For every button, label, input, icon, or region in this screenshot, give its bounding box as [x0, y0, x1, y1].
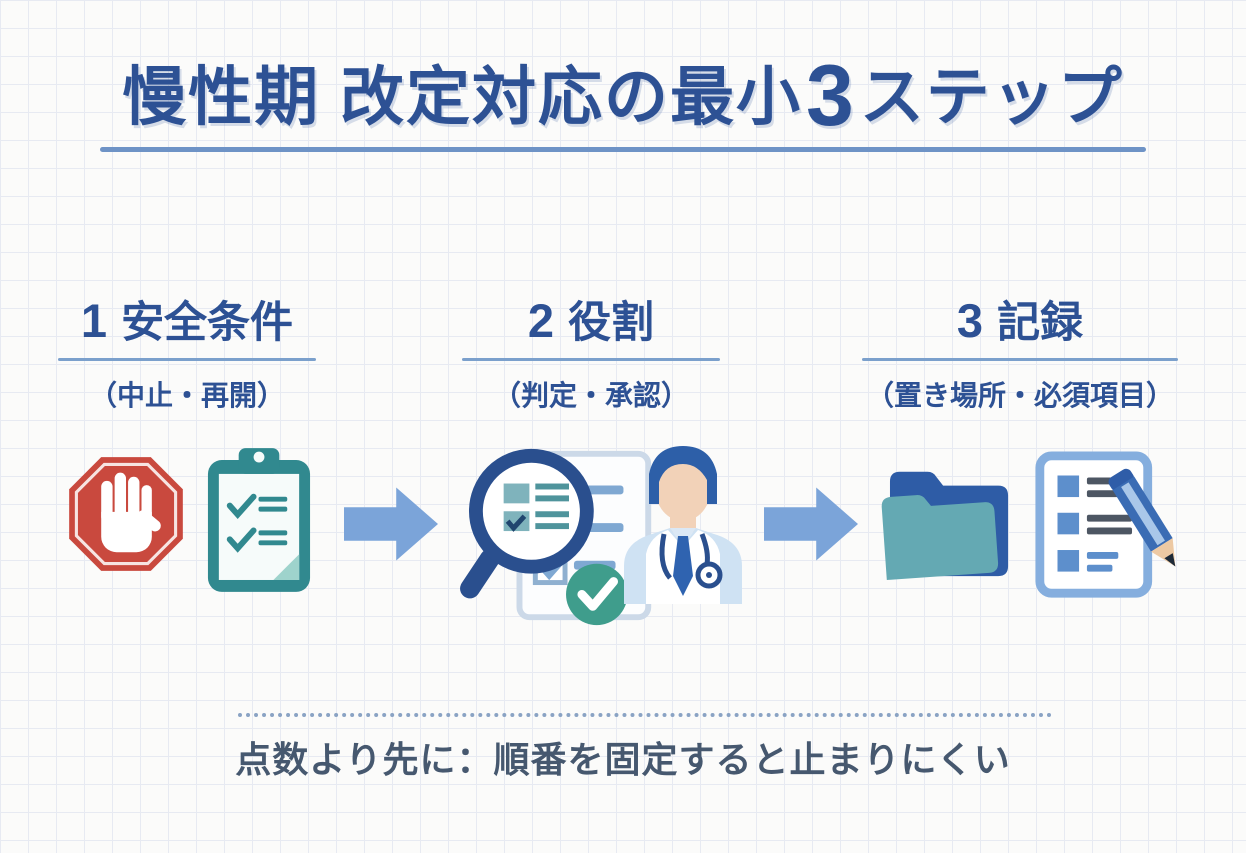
title-underline: [100, 147, 1146, 152]
folder-icon: [881, 471, 1009, 581]
dotted-divider: [238, 713, 1052, 717]
step-1-number: 1: [80, 294, 108, 347]
step-2-underline: [462, 358, 720, 361]
step-2-heading: 2 役割: [462, 288, 720, 350]
footer-note: 点数より先に：順番を固定すると止まりにくい: [235, 739, 1011, 780]
step-2-number: 2: [527, 294, 555, 347]
step-1-underline: [58, 358, 316, 361]
pencil-icon: [1108, 468, 1176, 567]
page-title-part1: 慢性期 改定対応の最小: [122, 61, 802, 133]
step-3-heading: 3 記録: [862, 288, 1178, 350]
form-pencil-icon: [1035, 451, 1176, 598]
step-2-column: 2 役割 （判定・承認）: [462, 288, 720, 414]
doctor-icon: [624, 446, 742, 604]
step-3-underline: [862, 358, 1178, 361]
step-2-subtitle: （判定・承認）: [492, 380, 689, 411]
step-3-subtitle: （置き場所・必須項目）: [865, 380, 1174, 411]
step-1-column: 1 安全条件 （中止・再開）: [58, 288, 316, 414]
page-title-part2: ステップ: [859, 61, 1124, 133]
step-3-column: 3 記録 （置き場所・必須項目）: [862, 288, 1178, 414]
step-1-heading: 1 安全条件: [58, 288, 316, 350]
step-1-subtitle: （中止・再開）: [88, 380, 285, 411]
approval-check-icon: [566, 563, 628, 626]
page-title-number: 3: [805, 48, 856, 144]
step-1-label: 安全条件: [121, 299, 294, 347]
magnifier-document-icon: [460, 448, 652, 626]
stop-hand-icon: [69, 457, 183, 571]
step-2-label: 役割: [568, 299, 655, 347]
arrow-right-icon: [764, 487, 858, 561]
step-3-number: 3: [956, 294, 984, 347]
step-3-label: 記録: [997, 299, 1084, 347]
checklist-clipboard-icon: [207, 448, 311, 592]
page-title: 慢性期 改定対応の最小3ステップ: [0, 46, 1246, 146]
arrow-right-icon: [344, 487, 438, 561]
